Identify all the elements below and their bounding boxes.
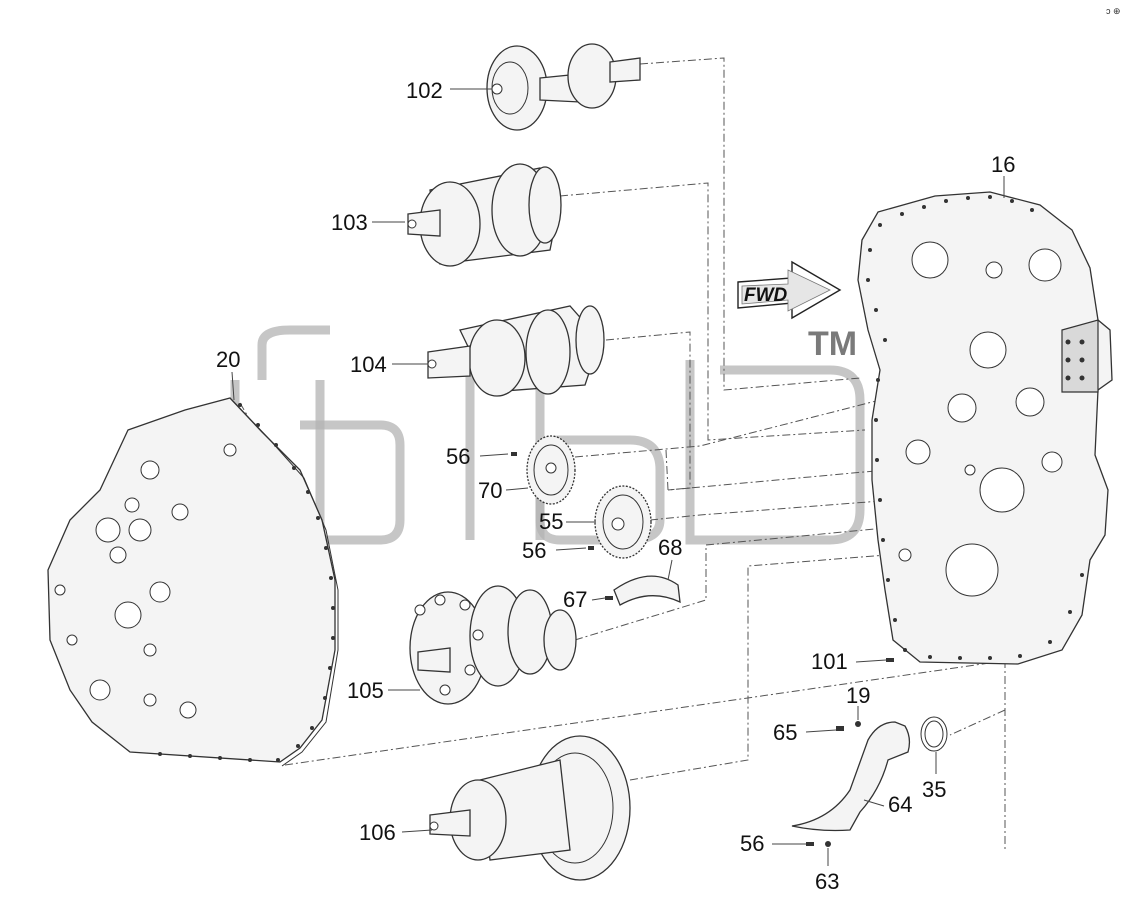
pipe-64: [791, 658, 948, 847]
fwd-label: FWD: [744, 285, 788, 306]
callouts: 102 103 104 56 70 55 56 68 67 105 106 20…: [216, 78, 1015, 894]
callout-35: 35: [922, 777, 946, 802]
callout-55: 55: [539, 509, 563, 534]
callout-102: 102: [406, 78, 443, 103]
fwd-arrow: FWD: [737, 260, 842, 320]
callout-63: 63: [815, 869, 839, 894]
callout-56-upper: 56: [446, 444, 470, 469]
callout-106: 106: [359, 820, 396, 845]
shaft-103: [407, 163, 562, 267]
callout-67: 67: [563, 587, 587, 612]
callout-56-lower: 56: [740, 831, 764, 856]
callout-65: 65: [773, 720, 797, 745]
housing-20: [47, 397, 339, 767]
watermark-tm: TM: [808, 325, 857, 363]
shaft-104: [427, 305, 605, 397]
housing-16: [857, 191, 1113, 665]
cover-68: [605, 575, 681, 606]
callout-103: 103: [331, 210, 368, 235]
shaft-106: [429, 735, 631, 881]
callout-16: 16: [991, 152, 1015, 177]
gear-55: [588, 485, 652, 559]
corner-mark: ɔ ⊕: [1106, 6, 1121, 16]
callout-56-middle: 56: [522, 538, 546, 563]
gear-70: [511, 435, 576, 505]
callout-64: 64: [888, 792, 912, 817]
callout-105: 105: [347, 678, 384, 703]
callout-19: 19: [846, 683, 870, 708]
alignment-lines: [239, 57, 1011, 850]
callout-68: 68: [658, 535, 682, 560]
shaft-102: [486, 43, 641, 131]
shaft-105: [409, 585, 577, 705]
callout-70: 70: [478, 478, 502, 503]
leader-lines: [231, 88, 1005, 866]
callout-20: 20: [216, 347, 240, 372]
callout-104: 104: [350, 352, 387, 377]
callout-101: 101: [811, 649, 848, 674]
